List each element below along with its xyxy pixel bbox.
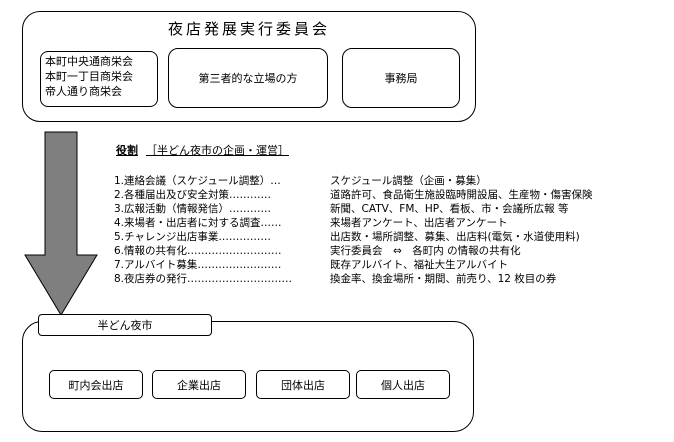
task-name: 1.連絡会議（スケジュール調整）… <box>114 175 281 187</box>
task-description: 既存アルバイト、福祉大生アルバイト <box>330 259 509 271</box>
association-name: 本町中央通商栄会 <box>45 55 133 68</box>
task-name: 2.各種届出及び安全対策………… <box>114 189 272 201</box>
roles-title: 役割 <box>116 144 138 157</box>
association-name: 本町一丁目商栄会 <box>45 70 133 83</box>
task-name: 5.チャレンジ出店事業…………… <box>114 231 271 243</box>
task-description: 出店数・場所調整、募集、出店料(電気・水道使用料) <box>330 231 580 243</box>
market-label: 半どん夜市 <box>97 319 153 332</box>
office-label: 事務局 <box>384 71 418 85</box>
task-name: 4.来場者・出店者に対する調査…… <box>114 217 282 229</box>
outlet-box: 企業出店 <box>152 370 246 399</box>
task-description: 道路許可、食品衛生施設臨時開設届、生産物・傷害保険 <box>330 189 593 201</box>
outlet-label: 団体出店 <box>281 378 325 392</box>
associations-box: 本町中央通商栄会 本町一丁目商栄会 帝人通り商栄会 <box>40 51 158 107</box>
office-box: 事務局 <box>342 48 460 108</box>
roles-heading: 役割 ［半どん夜市の企画・運営］ <box>116 142 289 158</box>
outlet-box: 団体出店 <box>256 370 350 399</box>
outlet-box: 町内会出店 <box>49 370 143 399</box>
task-row: 7.アルバイト募集…………………… 既存アルバイト、福祉大生アルバイト <box>114 258 670 272</box>
committee-title: 夜店発展実行委員会 <box>167 20 330 38</box>
outlet-label: 町内会出店 <box>68 378 124 392</box>
task-name: 8.夜店券の発行………………………… <box>114 273 293 285</box>
task-row: 5.チャレンジ出店事業…………… 出店数・場所調整、募集、出店料(電気・水道使用… <box>114 230 670 244</box>
task-row: 1.連絡会議（スケジュール調整）… スケジュール調整（企画・募集） <box>114 174 670 188</box>
task-row: 4.来場者・出店者に対する調査…… 来場者アンケート、出店者アンケート <box>114 216 670 230</box>
task-description: 実行委員会 ⇔ 各町内 の情報の共有化 <box>330 245 521 257</box>
task-name: 3.広報活動（情報発信）………… <box>114 203 272 215</box>
task-description: 換金率、換金場所・期間、前売り、12 枚目の券 <box>330 273 557 285</box>
task-row: 3.広報活動（情報発信）………… 新聞、CATV、FM、HP、看板、市・会議所広… <box>114 202 670 216</box>
third-party-box: 第三者的な立場の方 <box>168 48 328 108</box>
market-label-box: 半どん夜市 <box>38 314 212 336</box>
task-name: 7.アルバイト募集…………………… <box>114 259 282 271</box>
task-description: 新聞、CATV、FM、HP、看板、市・会議所広報 等 <box>330 203 569 215</box>
down-arrow-icon <box>24 131 98 316</box>
association-name: 帝人通り商栄会 <box>45 85 122 98</box>
task-row: 6.情報の共有化……………………… 実行委員会 ⇔ 各町内 の情報の共有化 <box>114 244 670 258</box>
task-name: 6.情報の共有化……………………… <box>114 245 282 257</box>
outlet-box: 個人出店 <box>356 370 450 399</box>
outlet-label: 企業出店 <box>177 378 221 392</box>
task-row: 2.各種届出及び安全対策………… 道路許可、食品衛生施設臨時開設届、生産物・傷害… <box>114 188 670 202</box>
task-description: スケジュール調整（企画・募集） <box>330 175 487 187</box>
task-list: 1.連絡会議（スケジュール調整）… スケジュール調整（企画・募集） 2.各種届出… <box>114 174 670 286</box>
outlet-label: 個人出店 <box>381 378 425 392</box>
task-row: 8.夜店券の発行………………………… 換金率、換金場所・期間、前売り、12 枚目… <box>114 272 670 286</box>
roles-subtitle: ［半どん夜市の企画・運営］ <box>146 144 289 157</box>
task-description: 来場者アンケート、出店者アンケート <box>330 217 508 229</box>
third-party-label: 第三者的な立場の方 <box>198 71 298 85</box>
